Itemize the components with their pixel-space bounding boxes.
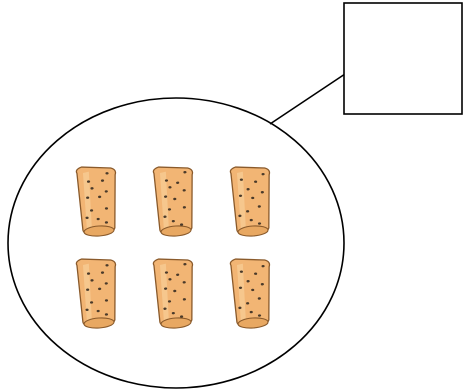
cork-spot xyxy=(105,172,109,175)
cork-spot xyxy=(104,313,109,316)
cork-spot xyxy=(104,282,108,285)
cork-stopper-icon xyxy=(229,258,271,329)
cork-spot xyxy=(251,288,255,292)
cork-end xyxy=(160,225,192,237)
cork-spot xyxy=(85,216,89,220)
cork-spot xyxy=(164,195,168,198)
cork-spot xyxy=(246,302,250,305)
cork-spot xyxy=(86,288,90,291)
cork-spot xyxy=(182,206,186,209)
cork-spot xyxy=(171,311,175,315)
cork-spot xyxy=(164,271,169,274)
cork-spot xyxy=(253,272,258,275)
cork-spot xyxy=(90,187,94,190)
cork-spot xyxy=(173,289,177,293)
cork-spot xyxy=(249,218,253,222)
cork-spot xyxy=(163,307,167,310)
cork-spot xyxy=(239,270,244,273)
cork-spot xyxy=(98,195,102,199)
cork-spot xyxy=(246,188,250,191)
cork-stopper-icon xyxy=(75,166,117,237)
cork-spot xyxy=(164,287,168,290)
set-ellipse xyxy=(7,97,345,389)
cork-spot xyxy=(238,214,242,218)
cork-spot xyxy=(98,287,102,291)
cork-spot xyxy=(85,308,89,312)
cork-end xyxy=(237,317,269,329)
cork-spot xyxy=(176,181,180,184)
cork-highlight xyxy=(236,171,246,229)
cork-stopper-icon xyxy=(75,258,117,329)
cork-spot xyxy=(182,281,186,284)
cork-spot xyxy=(86,272,91,275)
cork-spot xyxy=(89,301,94,304)
cork-spot xyxy=(86,196,90,199)
cork-end xyxy=(237,225,269,237)
cork-spot xyxy=(261,264,265,268)
cork-spot xyxy=(246,210,250,213)
cork-spot xyxy=(257,222,262,225)
cork-spot xyxy=(100,179,105,182)
cork-spot xyxy=(89,209,94,212)
cork-spot xyxy=(104,299,109,302)
cork-spot xyxy=(182,189,186,192)
cork-spot xyxy=(179,315,184,318)
cork-spot xyxy=(182,298,186,301)
cork-end xyxy=(160,317,192,329)
cork-spot xyxy=(246,280,250,283)
cork-spot xyxy=(253,180,258,183)
cork-spot xyxy=(96,217,100,221)
cork-highlight xyxy=(236,263,246,321)
cork-spot xyxy=(238,286,243,289)
cork-spot xyxy=(167,208,172,211)
label-box xyxy=(343,2,463,115)
cork-spot xyxy=(104,207,109,210)
cork-spot xyxy=(104,190,108,193)
cork-spot xyxy=(171,219,175,223)
cork-spot xyxy=(163,215,167,218)
cork-end xyxy=(83,225,115,237)
cork-spot xyxy=(260,191,264,194)
cork-spot xyxy=(238,194,243,197)
cork-spot xyxy=(249,310,253,314)
cork-stopper-icon xyxy=(152,258,194,329)
cork-stopper-icon xyxy=(229,166,271,237)
cork-spot xyxy=(179,223,184,226)
cork-spot xyxy=(176,273,180,276)
cork-spot xyxy=(96,309,100,313)
cork-highlight xyxy=(159,171,169,229)
cork-end xyxy=(83,317,115,329)
cork-spot xyxy=(260,283,264,286)
cork-highlight xyxy=(159,263,169,321)
cork-spot xyxy=(86,180,91,183)
cork-spot xyxy=(100,271,105,274)
cork-highlight xyxy=(82,171,92,229)
cork-spot xyxy=(164,179,169,182)
cork-stopper-icon xyxy=(152,166,194,237)
connector-line xyxy=(269,73,346,125)
cork-spot xyxy=(168,186,172,189)
cork-spot xyxy=(257,314,262,317)
cork-group xyxy=(75,166,271,329)
cork-spot xyxy=(167,300,172,303)
cork-spot xyxy=(104,221,109,224)
cork-spot xyxy=(168,278,172,281)
cork-spot xyxy=(251,196,255,200)
cork-spot xyxy=(257,297,261,300)
cork-spot xyxy=(239,178,244,181)
cork-spot xyxy=(257,205,261,208)
cork-spot xyxy=(261,172,265,176)
cork-spot xyxy=(105,264,109,267)
cork-spot xyxy=(183,171,187,174)
cork-spot xyxy=(173,197,177,201)
cork-spot xyxy=(183,263,187,266)
cork-highlight xyxy=(82,263,92,321)
cork-spot xyxy=(238,306,242,310)
cork-spot xyxy=(90,279,94,282)
